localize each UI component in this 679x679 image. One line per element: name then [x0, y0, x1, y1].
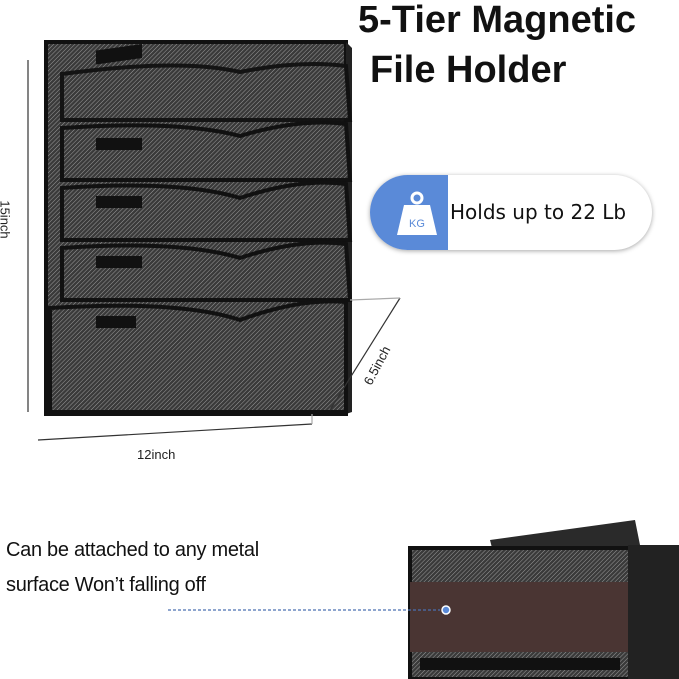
width-label: 12inch — [137, 447, 176, 462]
weight-capacity-text: Holds up to 22 Lb — [450, 200, 627, 224]
magnetic-strip — [410, 582, 628, 652]
weight-capacity-badge: KG Holds up to 22 Lb — [370, 175, 652, 250]
kg-weight-icon: KG — [370, 175, 448, 250]
width-dimension-line — [37, 423, 313, 441]
height-label: 15inch — [0, 200, 13, 239]
feature-text-line-2: surface Won’t falling off — [6, 574, 206, 596]
feature-text-line-1: Can be attached to any metal — [6, 539, 259, 561]
title-line-1: 5-Tier Magnetic — [358, 0, 637, 41]
depth-dimension-line — [329, 297, 401, 411]
dimension-lines — [27, 60, 401, 441]
callout-dot — [441, 605, 451, 615]
title-line-2: File Holder — [370, 49, 567, 91]
magnet-closeup-photo — [408, 520, 679, 679]
svg-text:KG: KG — [409, 218, 425, 230]
file-holder-product — [44, 40, 353, 416]
